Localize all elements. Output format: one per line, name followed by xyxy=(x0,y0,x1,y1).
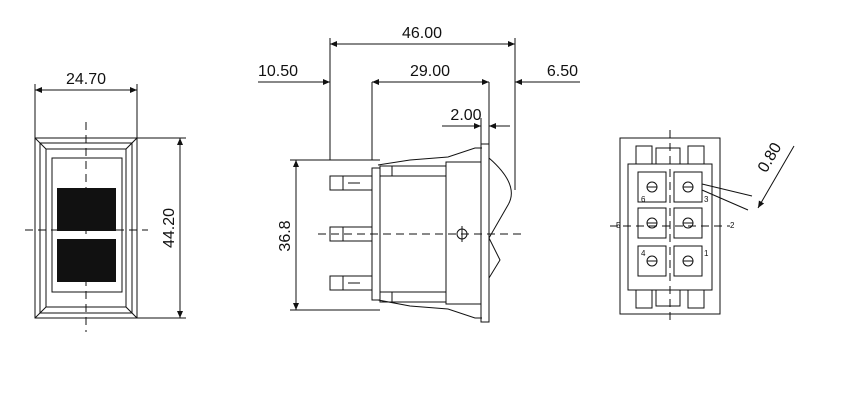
side-height-dimension: 36.8 xyxy=(277,220,294,251)
body-length-dimension: 29.00 xyxy=(410,63,450,80)
front-width-dimension: 24.70 xyxy=(66,71,106,88)
terminal-length-dimension: 10.50 xyxy=(258,63,298,80)
terminal-label: 1 xyxy=(704,249,709,258)
side-view: 46.00 10.50 29.00 6.50 2.00 xyxy=(258,25,580,323)
terminal-gap-dimension: 0.80 xyxy=(755,140,785,176)
terminal-label: 5 xyxy=(616,221,621,230)
terminal-label: 4 xyxy=(641,249,646,258)
overall-length-dimension: 46.00 xyxy=(402,25,442,42)
terminal-bottom xyxy=(329,275,373,291)
flange-thickness-dimension: 2.00 xyxy=(450,107,481,124)
rear-view: 6 3 5 2 4 1 0.80 xyxy=(610,130,795,322)
terminal-label: 6 xyxy=(641,195,646,204)
terminal-label: 2 xyxy=(730,221,735,230)
terminal-top xyxy=(329,175,373,191)
rocker-height-dimension: 6.50 xyxy=(547,63,578,80)
front-height-dimension: 44.20 xyxy=(161,208,178,248)
front-view: 24.70 44.20 xyxy=(25,71,186,332)
terminal-label: 3 xyxy=(704,195,709,204)
rocker-top-window xyxy=(57,188,116,231)
